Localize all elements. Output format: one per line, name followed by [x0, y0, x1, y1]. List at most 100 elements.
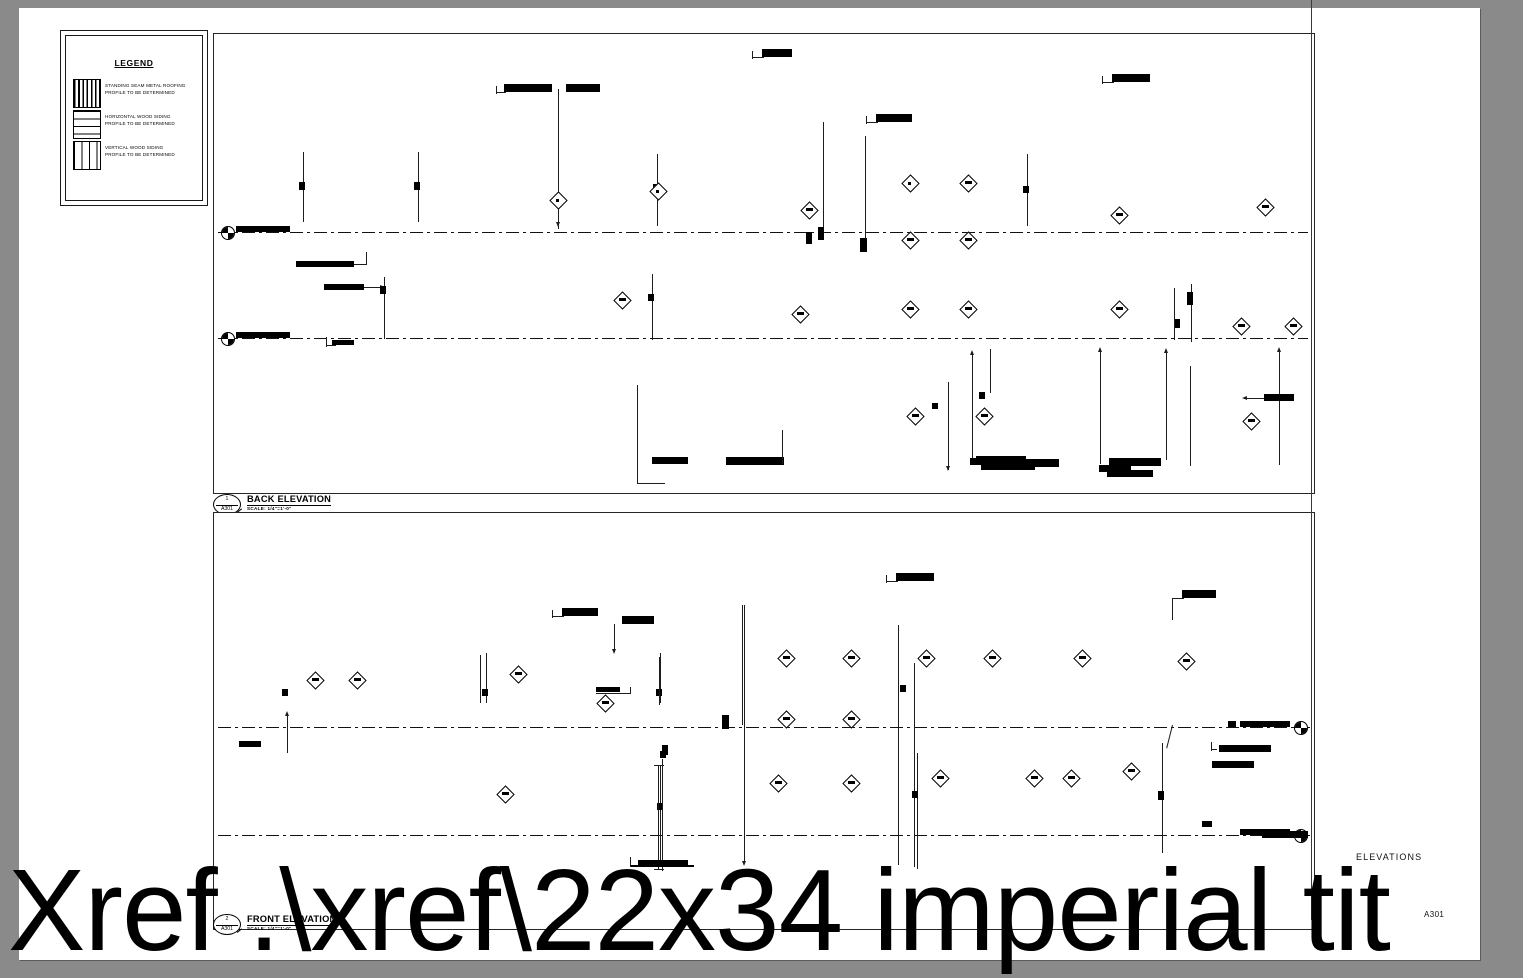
sheet-number: A301 [1424, 910, 1445, 919]
level-marker-bubble [221, 332, 235, 346]
detail-sheet-ref: A301 [220, 505, 234, 512]
legend-item-line2: PROFILE TO BE DETERMINED [105, 121, 175, 127]
keynote-diamond[interactable] [842, 649, 861, 668]
datum-line-upper [218, 727, 1310, 729]
note-text-blob [504, 84, 552, 92]
note-text-blob [1202, 821, 1212, 827]
detail-tag-front-elevation[interactable]: 2 A301 FRONT ELEVATION SCALE: 1/4"=1'-0" [213, 914, 1313, 935]
horizontal-wood-siding-swatch [73, 110, 101, 139]
view-title-back-elevation: BACK ELEVATION [247, 494, 332, 506]
keynote-diamond[interactable] [769, 774, 788, 793]
note-text-blob [562, 608, 598, 616]
detail-divider [216, 504, 238, 506]
keynote-diamond[interactable] [1284, 317, 1303, 336]
sheet-title: ELEVATIONS [1356, 852, 1423, 862]
keynote-diamond[interactable] [917, 649, 936, 668]
keynote-diamond[interactable] [1256, 198, 1275, 217]
detail-number: 2 [225, 916, 229, 922]
keynote-diamond[interactable] [1110, 300, 1129, 319]
note-text-blob [1212, 761, 1254, 768]
detail-divider [216, 924, 238, 926]
legend-item-line1: HORIZONTAL WOOD SIDING [105, 114, 171, 119]
level-marker-bubble [221, 226, 235, 240]
keynote-diamond[interactable] [983, 649, 1002, 668]
legend-title: LEGEND [114, 58, 154, 68]
legend-item-horizontal-wood-siding: HORIZONTAL WOOD SIDING PROFILE TO BE DET… [73, 110, 201, 144]
keynote-diamond[interactable] [1232, 317, 1251, 336]
keynote-diamond[interactable] [1062, 769, 1081, 788]
keynote-diamond[interactable] [1110, 206, 1129, 225]
keynote-diamond[interactable] [901, 231, 920, 250]
title-block-divider [1311, 0, 1312, 920]
keynote-diamond[interactable] [906, 407, 925, 426]
xref-overlay-text: Xref .\xref\22x34 imperial tit [8, 845, 1391, 975]
level-label-blob [236, 226, 290, 232]
keynote-diamond[interactable] [1122, 762, 1141, 781]
keynote-diamond[interactable] [777, 649, 796, 668]
dim-text-blob [299, 182, 305, 190]
legend-item-line2: PROFILE TO BE DETERMINED [105, 152, 175, 158]
keynote-diamond[interactable] [931, 769, 950, 788]
legend-inner-border [65, 35, 203, 201]
note-text-blob [296, 261, 354, 267]
keynote-diamond[interactable] [959, 231, 978, 250]
view-scale-back-elevation: SCALE: 1/4"=1'-0" [247, 506, 292, 511]
dim-text-blob [380, 286, 386, 294]
note-text-blob [239, 741, 261, 747]
level-label-blob [236, 332, 290, 338]
legend-item-text: STANDING SEAM METAL ROOFING PROFILE TO B… [105, 82, 186, 97]
viewport-front-elevation[interactable] [213, 512, 1315, 930]
note-text-blob [622, 616, 654, 624]
note-text-blob [762, 49, 792, 57]
viewport-back-elevation[interactable] [213, 33, 1315, 494]
keynote-diamond[interactable] [959, 300, 978, 319]
view-title-front-elevation: FRONT ELEVATION [247, 914, 337, 926]
keynote-diamond[interactable] [613, 291, 632, 310]
keynote-diamond[interactable] [791, 305, 810, 324]
datum-line-lower [218, 835, 1310, 837]
keynote-diamond[interactable] [842, 710, 861, 729]
legend-item-standing-seam-metal-roofing: STANDING SEAM METAL ROOFING PROFILE TO B… [73, 79, 201, 113]
keynote-diamond[interactable] [1177, 652, 1196, 671]
standing-seam-metal-roofing-swatch [73, 79, 101, 108]
keynote-diamond[interactable] [496, 785, 515, 804]
legend-item-text: VERTICAL WOOD SIDING PROFILE TO BE DETER… [105, 144, 175, 159]
legend-panel: LEGEND STANDING SEAM METAL ROOFING PROFI… [60, 30, 208, 206]
datum-line-lower [218, 338, 1308, 340]
detail-sheet-ref: A301 [220, 925, 234, 932]
keynote-diamond[interactable] [306, 671, 325, 690]
keynote-diamond[interactable] [1073, 649, 1092, 668]
keynote-diamond[interactable] [777, 710, 796, 729]
legend-item-text: HORIZONTAL WOOD SIDING PROFILE TO BE DET… [105, 113, 175, 128]
keynote-diamond[interactable] [509, 665, 528, 684]
note-text-blob [566, 84, 600, 92]
keynote-diamond[interactable] [959, 174, 978, 193]
legend-item-line1: STANDING SEAM METAL ROOFING [105, 83, 186, 88]
keynote-diamond[interactable] [975, 407, 994, 426]
legend-item-line1: VERTICAL WOOD SIDING [105, 145, 164, 150]
note-text-blob [1219, 745, 1271, 752]
detail-bubble: 2 A301 [213, 914, 241, 935]
keynote-diamond[interactable] [649, 182, 668, 201]
note-text-blob [876, 114, 912, 122]
keynote-diamond[interactable] [901, 174, 920, 193]
note-text-blob [324, 284, 364, 290]
vertical-wood-siding-swatch [73, 141, 101, 170]
keynote-diamond[interactable] [800, 201, 819, 220]
note-text-blob [1112, 74, 1150, 82]
drawing-sheet: LEGEND STANDING SEAM METAL ROOFING PROFI… [19, 8, 1480, 960]
keynote-diamond[interactable] [901, 300, 920, 319]
keynote-diamond[interactable] [596, 694, 615, 713]
keynote-diamond[interactable] [348, 671, 367, 690]
datum-line-upper [218, 232, 1308, 234]
note-text-blob [332, 340, 354, 345]
level-label-blob [1240, 721, 1290, 727]
keynote-diamond[interactable] [1242, 412, 1261, 431]
note-text-blob [896, 573, 934, 581]
keynote-diamond[interactable] [1025, 769, 1044, 788]
detail-tag-back-elevation[interactable]: 1 A301 BACK ELEVATION SCALE: 1/4"=1'-0" [213, 494, 1313, 515]
legend-item-line2: PROFILE TO BE DETERMINED [105, 90, 175, 96]
level-marker-bubble [1294, 721, 1308, 735]
keynote-diamond[interactable] [842, 774, 861, 793]
keynote-diamond[interactable] [549, 191, 568, 210]
